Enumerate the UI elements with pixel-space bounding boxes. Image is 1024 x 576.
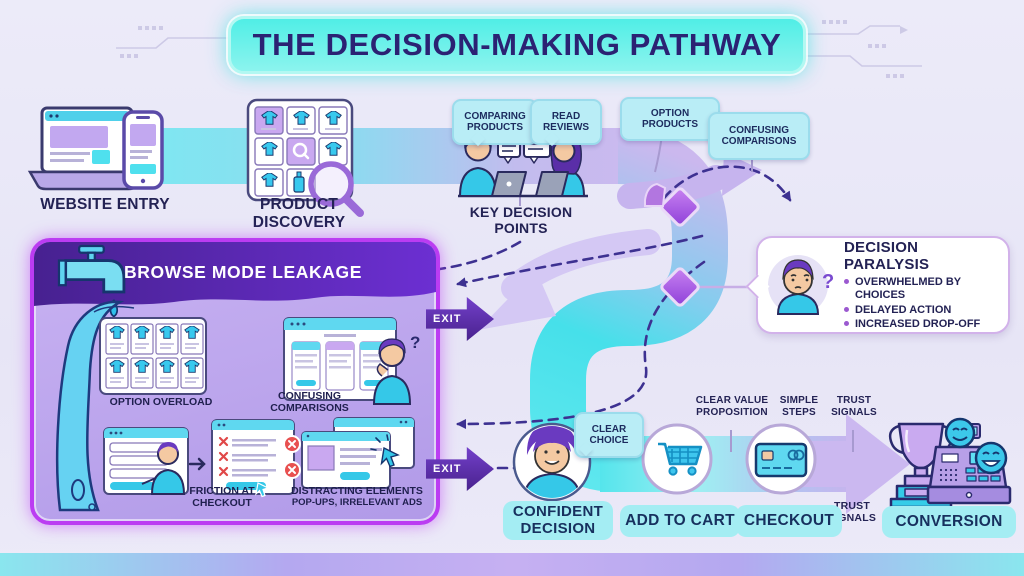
option-overload-icon	[99, 317, 207, 395]
error-badge-icons	[283, 435, 301, 479]
leakage-artwork: ?	[34, 242, 436, 512]
water-stream	[55, 300, 135, 512]
confused-person-icon: ?	[372, 333, 420, 405]
bottom-decor-bar	[0, 553, 1024, 576]
product-grid-icon	[246, 98, 364, 217]
website-entry-label: WEBSITE ENTRY	[40, 196, 170, 213]
paralysis-bullet: INCREASED DROP-OFF	[844, 318, 1000, 331]
simple-steps-label: SIMPLE STEPS	[779, 395, 819, 418]
leakage-title: BROWSE MODE LEAKAGE	[124, 262, 362, 282]
confident-decision-label: CONFIDENT DECISION	[503, 501, 613, 540]
smartphone-icon	[122, 110, 164, 190]
confident-avatar	[512, 422, 592, 502]
paralysis-bullet: DELAYED ACTION	[844, 304, 1000, 317]
distracting-elements-sublabel: POP-UPS, IRRELEVANT ADS	[291, 497, 423, 508]
browse-mode-leakage-box: ?	[30, 238, 440, 525]
comparing-products-bubble: COMPARING PRODUCTS	[452, 99, 538, 145]
leak-arrow	[478, 229, 661, 330]
add-to-cart-label: ADD TO CART	[620, 505, 740, 537]
option-overload-label: OPTION OVERLOAD	[109, 396, 213, 408]
decision-paralysis-title: DECISION PARALYSIS	[844, 239, 930, 274]
cursor-burst-icon	[370, 434, 400, 468]
decision-diamond-icons	[644, 182, 700, 307]
distracting-elements-label: DISTRACTING ELEMENTS	[291, 485, 423, 497]
checkout-label: CHECKOUT	[736, 505, 842, 537]
clear-value-proposition-label: CLEAR VALUE PROPOSITION	[695, 395, 769, 418]
page-title: THE DECISION-MAKING PATHWAY	[228, 16, 806, 74]
add-to-cart-icon	[641, 423, 713, 495]
checkout-person-icon	[141, 442, 186, 495]
checkout-card-icon	[745, 423, 817, 495]
magnifier-icon	[308, 161, 364, 217]
key-decision-points-label: KEY DECISION POINTS	[469, 204, 573, 237]
bullet-dot	[844, 321, 849, 327]
smiley-icons	[944, 417, 1008, 475]
paralysis-bullet: OVERWHELMED BY CHOICES	[844, 276, 1000, 301]
conversion-arrow	[800, 414, 910, 514]
option-products-bubble: OPTION PRODUCTS	[620, 97, 720, 141]
friction-at-checkout-icon	[103, 419, 301, 498]
circuit-decoration-left	[116, 26, 228, 58]
distracting-elements-icon	[301, 417, 415, 489]
trust-signals-top-label: TRUST SIGNALS	[831, 395, 877, 418]
confusing-comparisons-label: CONFUSING COMPARISONS	[270, 390, 349, 415]
cursor-icon	[255, 482, 270, 498]
decision-paralysis-box: ? DECISION PARALYSIS OVERWHELMED BY CHOI…	[745, 236, 1010, 334]
overwhelmed-avatar: ?	[768, 255, 834, 315]
confusing-comparisons-icon: ?	[283, 317, 420, 405]
friction-at-checkout-label: FRICTION AT CHECKOUT	[189, 485, 255, 510]
bullet-dot	[844, 306, 849, 312]
conversion-label: CONVERSION	[882, 506, 1016, 538]
confusing-comparisons-bubble: CONFUSING COMPARISONS	[708, 112, 810, 160]
question-mark: ?	[822, 271, 834, 293]
search-tile-icon	[292, 142, 310, 160]
bullet-dot	[844, 279, 849, 285]
faucet-icon	[57, 244, 126, 318]
circuit-decoration-right	[800, 20, 922, 78]
product-discovery-label: PRODUCT DISCOVERY	[252, 196, 346, 231]
svg-text:?: ?	[410, 333, 420, 352]
comparing-people-icon	[458, 131, 588, 198]
header-wave	[34, 242, 436, 306]
bottle-tile-icon	[293, 171, 305, 193]
read-reviews-bubble: READ REVIEWS	[530, 99, 602, 145]
